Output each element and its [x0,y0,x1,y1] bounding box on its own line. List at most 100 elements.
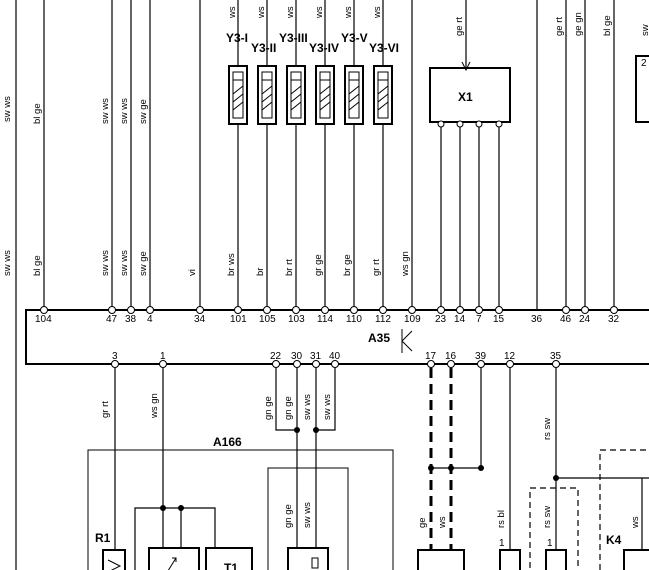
wire-label: sw ge [138,251,149,276]
pin-label: 112 [375,314,391,325]
dashed-component-group [529,487,579,570]
k4-dashed-border [599,449,649,570]
k4-label: K4 [606,533,622,547]
pin-38 [127,306,135,314]
wire-label: bl ge [32,255,43,276]
wire-label: ws [314,6,325,19]
wire-label: br [255,268,266,276]
ge-ws-component [417,549,465,570]
x1-pin [437,120,445,128]
wire-label: br rt [284,259,295,276]
wire-label: gr rt [100,401,111,418]
wire-label: gn ge [263,396,274,420]
valve-symbols [228,65,393,125]
pin-label: 15 [493,314,505,325]
valve-symbol-y3-ii [257,65,277,125]
pin-label: 1 [160,351,166,362]
r1-symbol [107,559,122,570]
pin-15 [495,306,503,314]
mid-wire-labels: bl ge sw ws sw ws sw ge vi br ws br br r… [32,250,411,277]
t1-component [205,547,253,570]
junction-dot [294,427,300,433]
wire-label: ws [285,6,296,19]
right-partial-component [635,55,649,123]
x1-unit [429,67,511,123]
junction-dot [448,465,454,471]
valve-symbol-y3-iv [315,65,335,125]
pin-label: 40 [329,351,341,362]
wire-label: sw ws [119,98,130,124]
pin-101 [234,306,242,314]
a35-label: A35 [368,331,390,345]
pin-label: 105 [259,314,276,325]
pin-17 [427,360,435,368]
pin-14 [456,306,464,314]
lower-wire-labels: gr rt ws gn gn ge gn ge sw ws sw ws rs s… [100,393,641,529]
k4-component [623,549,649,570]
pin-label: 101 [230,314,247,325]
wire-label: sw [640,24,649,36]
pin-46 [562,306,570,314]
pin-24 [581,306,589,314]
pin-label: 22 [270,351,282,362]
wire-label: ws [630,516,641,529]
pin-114 [321,306,329,314]
junction-dot [553,475,559,481]
a166-label: A166 [213,435,242,449]
wire-label: sw ws [119,250,130,276]
pin-112 [379,306,387,314]
top-pin-labels: 104 47 38 4 34 101 105 103 114 110 112 1… [35,314,620,325]
wire-label: gr rt [371,259,382,276]
wire-label: rs sw [542,418,553,440]
a35-ground-symbol [401,329,413,353]
pin-label: 35 [550,351,562,362]
upper-wires [43,0,615,310]
valve-symbol-y3-vi [373,65,393,125]
wire-label: ge rt [554,17,565,36]
top-pin-row [40,306,618,314]
t1-label: T1 [224,561,238,570]
wire-label: br ge [342,254,353,276]
inner-connector-box [267,467,349,570]
pin-39 [477,360,485,368]
x1-pin [456,120,464,128]
left-rail-label-top: sw ws [2,96,13,122]
wire-label: ws [227,6,238,19]
pin-label: 23 [435,314,447,325]
pin-label: 38 [125,314,137,325]
pin-label: 36 [531,314,543,325]
valve-label-y3-iii: Y3-III [279,31,308,45]
valve-label-y3-vi: Y3-VI [369,41,399,55]
pin-3 [111,360,119,368]
wire-label: gr ge [313,254,324,276]
pin-label: 30 [291,351,303,362]
wire-label: ws [343,6,354,19]
wire-label: ge rt [454,17,465,36]
pin-label: 1 [499,538,505,549]
rs-bl-component [499,549,521,570]
junction-dot [313,427,319,433]
wire-label: ws [372,6,383,19]
wire-label: sw ws [302,394,313,420]
sensor-loop [134,507,216,570]
wire-label: sw ws [100,250,111,276]
top-wire-labels: bl ge sw ws sw ws sw ge ws ws ws ws ws w… [32,6,649,124]
r1-component [102,549,126,570]
pin-label: 4 [147,314,153,325]
pin-4 [146,306,154,314]
a166-module-border [87,449,394,570]
wire-label: ws [437,516,448,529]
pin-label: 32 [608,314,620,325]
wire-label: gn ge [283,504,294,528]
r1-label: R1 [95,531,111,545]
wire-label: bl ge [602,15,613,36]
pin-109 [408,306,416,314]
pin-110 [350,306,358,314]
pin-label: 39 [475,351,487,362]
wire-label: sw ws [302,502,313,528]
wire-label: sw ws [322,394,333,420]
valve-label-y3-i: Y3-I [226,31,248,45]
wire-label: bl ge [32,103,43,124]
bottom-pin-row [111,360,560,368]
